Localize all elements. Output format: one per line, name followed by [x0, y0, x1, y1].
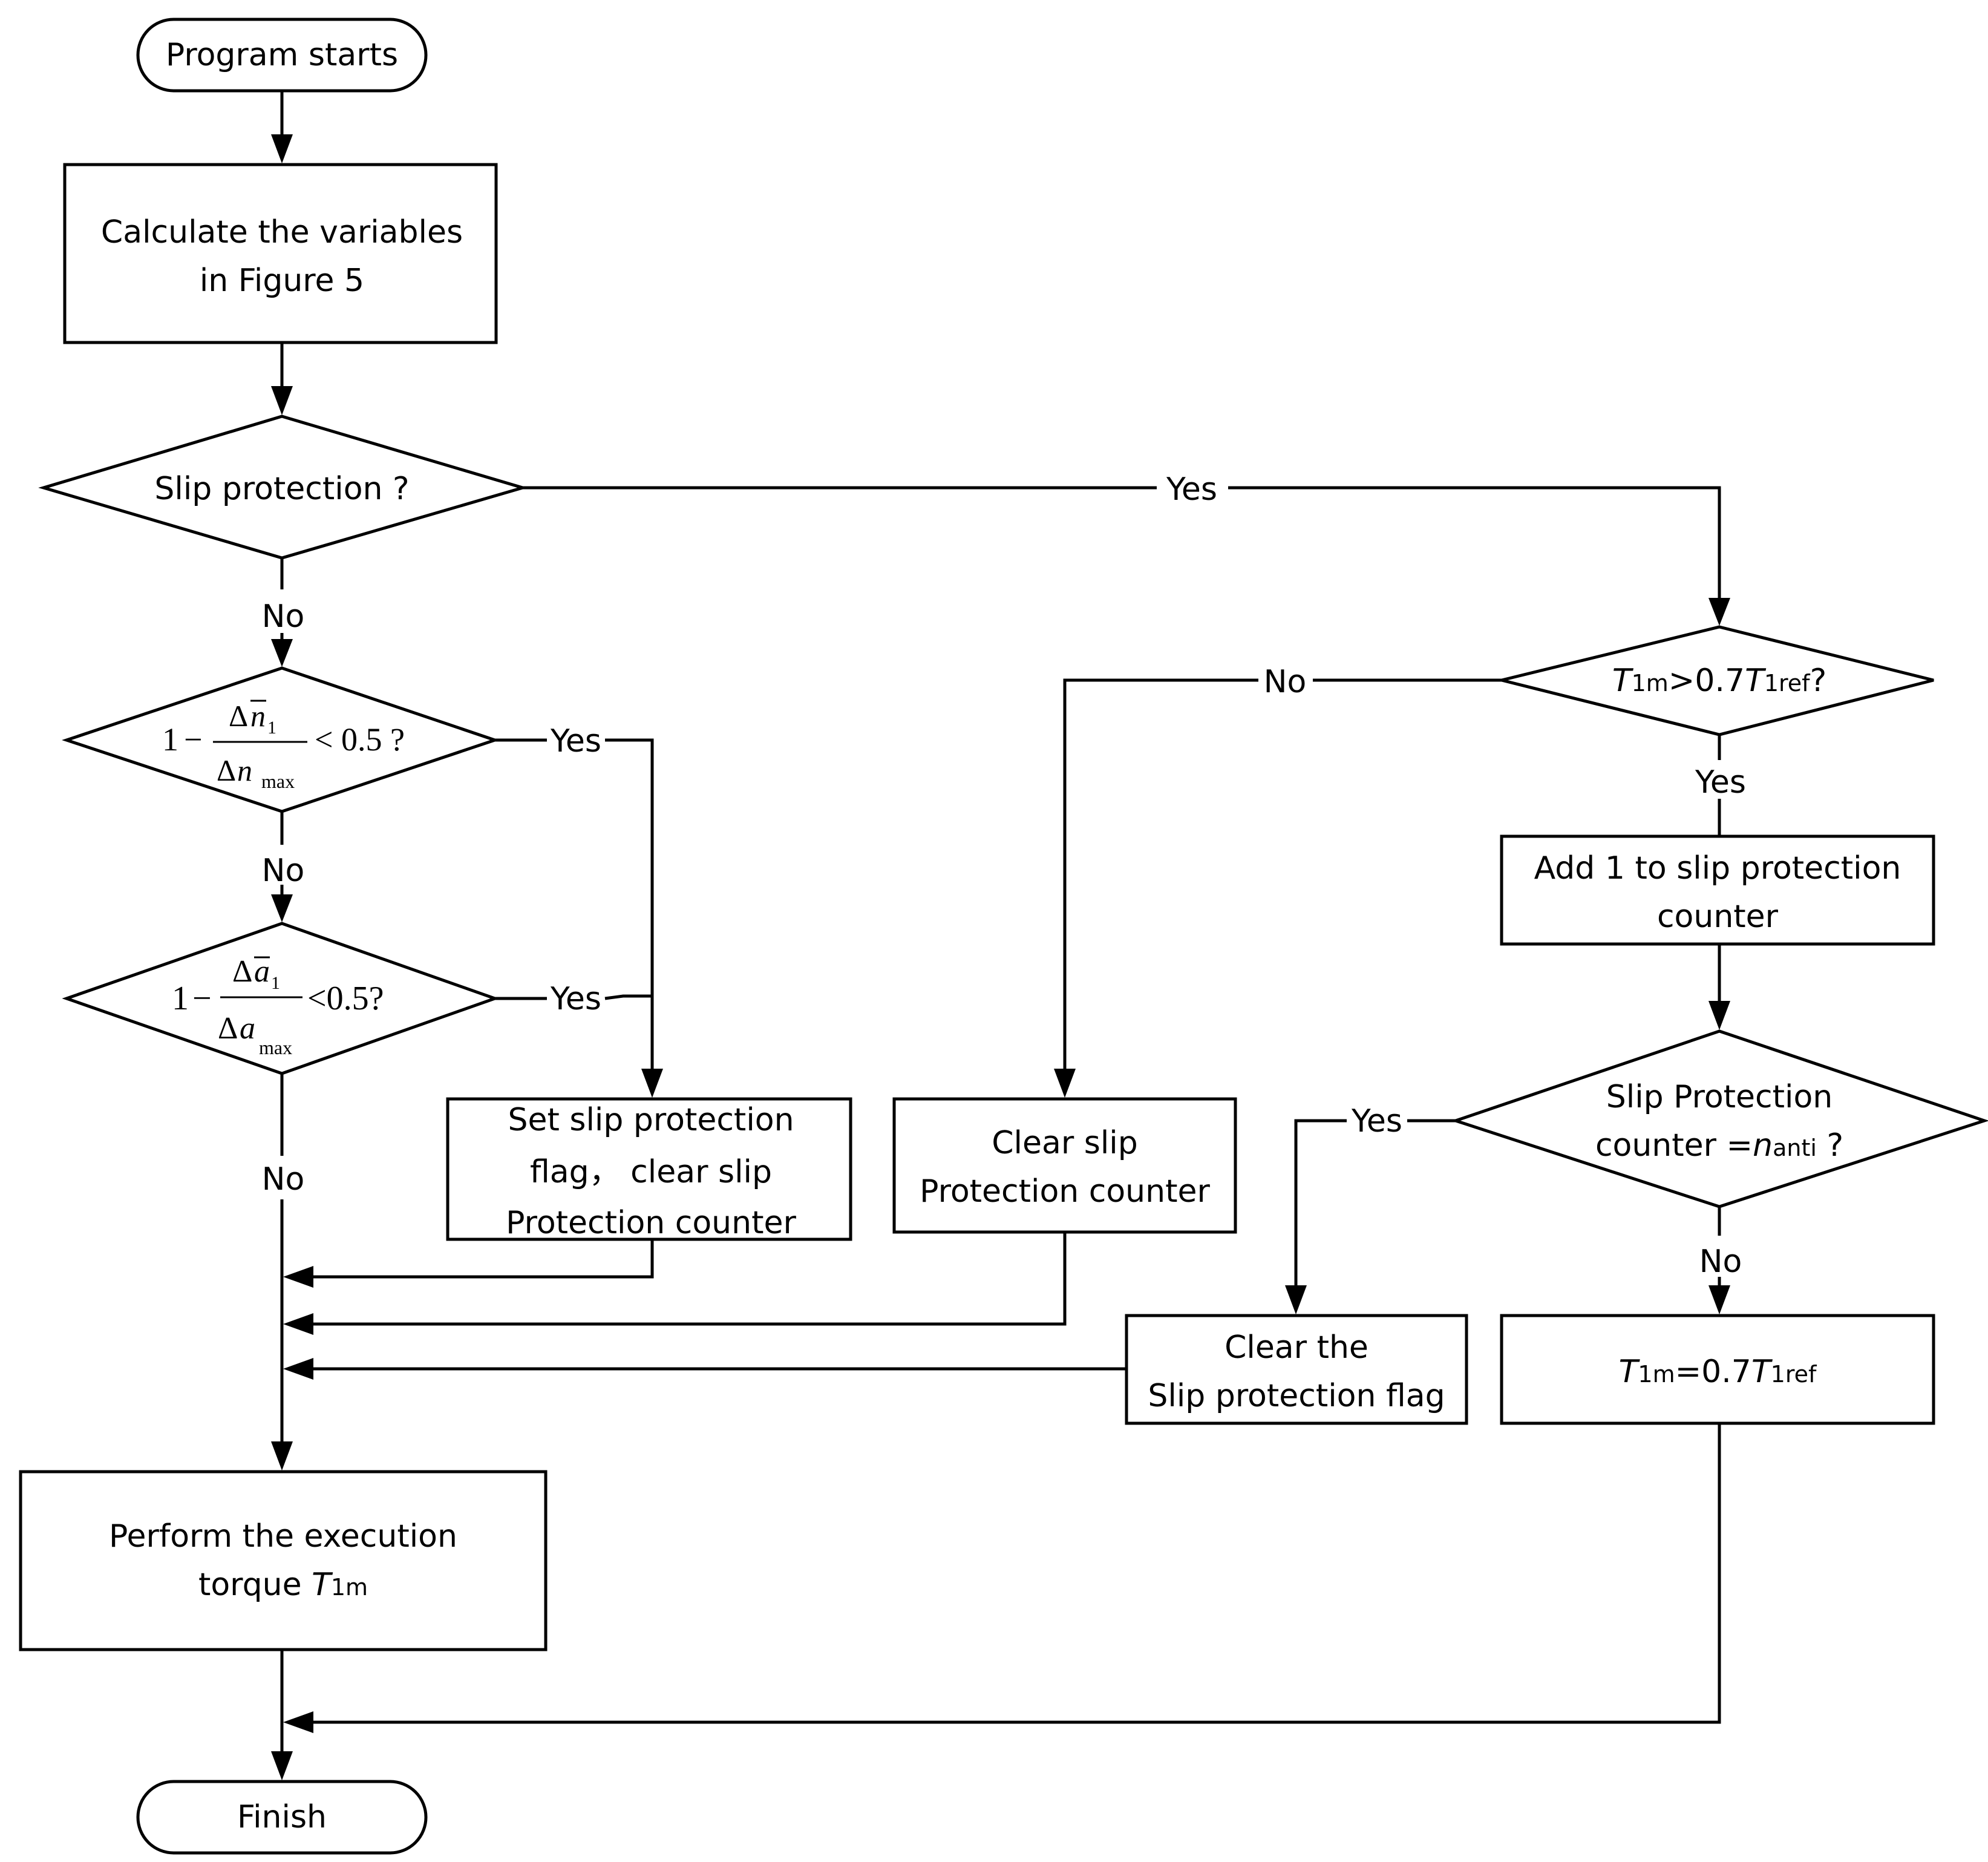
delta-a-one: 1 [172, 980, 189, 1017]
execute-line2: torque T1m [198, 1567, 368, 1603]
delta-a-minus: − [192, 980, 212, 1017]
clear-flag-line1: Clear the [1225, 1329, 1368, 1366]
t1m-set-node: T1m=0.7T1ref [1500, 1314, 1935, 1425]
slip-decision-node: Slip protection ? [38, 415, 528, 560]
start-node: Program starts [136, 18, 428, 93]
calc-label-line2: in Figure 5 [200, 263, 364, 299]
delta-n-den-var: n [237, 753, 252, 787]
edge-start-calc [271, 91, 293, 163]
finish-label: Finish [237, 1799, 327, 1835]
clear-counter-node: Clear slip Protection counter [892, 1097, 1237, 1234]
delta-n-minus: − [184, 721, 202, 758]
calc-node: Calculate the variables in Figure 5 [63, 163, 498, 344]
delta-n-num-delta: Δ [229, 699, 248, 733]
delta-a-num-delta: Δ [232, 954, 252, 989]
edge-label-slip-no: No [262, 598, 305, 635]
slip-decision-label: Slip protection ? [154, 471, 409, 507]
edge-label-a-no: No [262, 1161, 305, 1198]
edge-label-slip-yes: Yes [1166, 471, 1217, 508]
finish-node: Finish [136, 1780, 428, 1855]
edge-label-t1m-no: No [1264, 664, 1307, 700]
edge-n-yes: Yes [495, 723, 663, 1098]
edge-t1m-no: No [1054, 664, 1502, 1098]
delta-a-rhs: <0.5? [307, 980, 384, 1017]
delta-n-den-delta: Δ [217, 753, 236, 787]
clear-flag-node: Clear the Slip protection flag [1125, 1314, 1468, 1425]
delta-n-decision-node: 1 − Δ n 1 Δ n max < 0.5 ? [62, 666, 500, 813]
delta-a-num-sub: 1 [271, 973, 280, 993]
delta-n-num-var: n [250, 699, 266, 733]
edge-a-no: No [262, 1074, 305, 1470]
start-label: Program starts [166, 37, 398, 73]
edge-setflag-main [283, 1239, 654, 1288]
edge-clearcounter-main [283, 1232, 1067, 1335]
edge-t1mset-finish [283, 1423, 1721, 1733]
t1m-decision-node: T1m>0.7T1ref? [1501, 625, 1934, 736]
edge-label-counter-yes: Yes [1351, 1103, 1402, 1139]
set-flag-line3: Protection counter [506, 1205, 796, 1241]
set-flag-line2: flag， clear slip [530, 1154, 772, 1190]
edge-label-n-no: No [262, 853, 305, 889]
execute-line1: Perform the execution [109, 1518, 457, 1555]
t1m-decision-label: T1m>0.7T1ref? [1612, 663, 1826, 699]
delta-a-den-var: a [240, 1011, 255, 1046]
edge-execute-finish [271, 1650, 293, 1780]
set-flag-line1: Set slip protection [508, 1102, 794, 1138]
calc-label-line1: Calculate the variables [101, 214, 463, 251]
edge-add-counterq [1708, 944, 1730, 1030]
counter-decision-line2: counter =nanti ? [1595, 1127, 1843, 1164]
counter-decision-node: Slip Protection counter =nanti ? [1451, 1029, 1988, 1208]
edge-a-yes: Yes [495, 981, 652, 1017]
edge-slip-no: No [262, 558, 305, 667]
delta-n-num-sub: 1 [267, 718, 276, 738]
t1m-set-label: T1m=0.7T1ref [1619, 1354, 1817, 1390]
edge-counter-yes: Yes [1285, 1103, 1456, 1314]
edge-label-t1m-yes: Yes [1695, 764, 1746, 801]
clear-counter-line1: Clear slip [992, 1125, 1138, 1161]
delta-a-den-delta: Δ [218, 1011, 238, 1046]
delta-n-rhs: < 0.5 ? [315, 721, 405, 758]
delta-n-one: 1 [162, 721, 178, 758]
counter-decision-line1: Slip Protection [1606, 1079, 1833, 1115]
edge-label-n-yes: Yes [550, 723, 601, 759]
edge-counter-no: No [1699, 1207, 1742, 1314]
edge-clearflag-main [283, 1358, 1126, 1380]
execute-node: Perform the execution torque T1m [19, 1470, 548, 1651]
delta-a-den-sub: max [259, 1037, 292, 1058]
edge-calc-slip [271, 343, 293, 415]
delta-a-num-var: a [254, 954, 270, 989]
edge-slip-yes: Yes [523, 471, 1730, 626]
delta-n-den-sub: max [261, 770, 295, 792]
set-flag-node: Set slip protection flag， clear slip Pro… [446, 1097, 852, 1241]
clear-flag-line2: Slip protection flag [1148, 1378, 1445, 1414]
add-counter-label-line1: Add 1 to slip protection [1534, 850, 1901, 887]
clear-counter-line2: Protection counter [920, 1173, 1210, 1210]
add-counter-node: Add 1 to slip protection counter [1500, 834, 1935, 946]
edge-n-no: No [262, 811, 305, 922]
edge-label-counter-no: No [1699, 1244, 1742, 1280]
edge-label-a-yes: Yes [550, 981, 601, 1017]
edge-t1m-yes: Yes [1695, 735, 1746, 835]
delta-a-decision-node: 1 − Δ a 1 Δ a max <0.5? [62, 922, 500, 1075]
add-counter-label-line2: counter [1657, 899, 1779, 935]
